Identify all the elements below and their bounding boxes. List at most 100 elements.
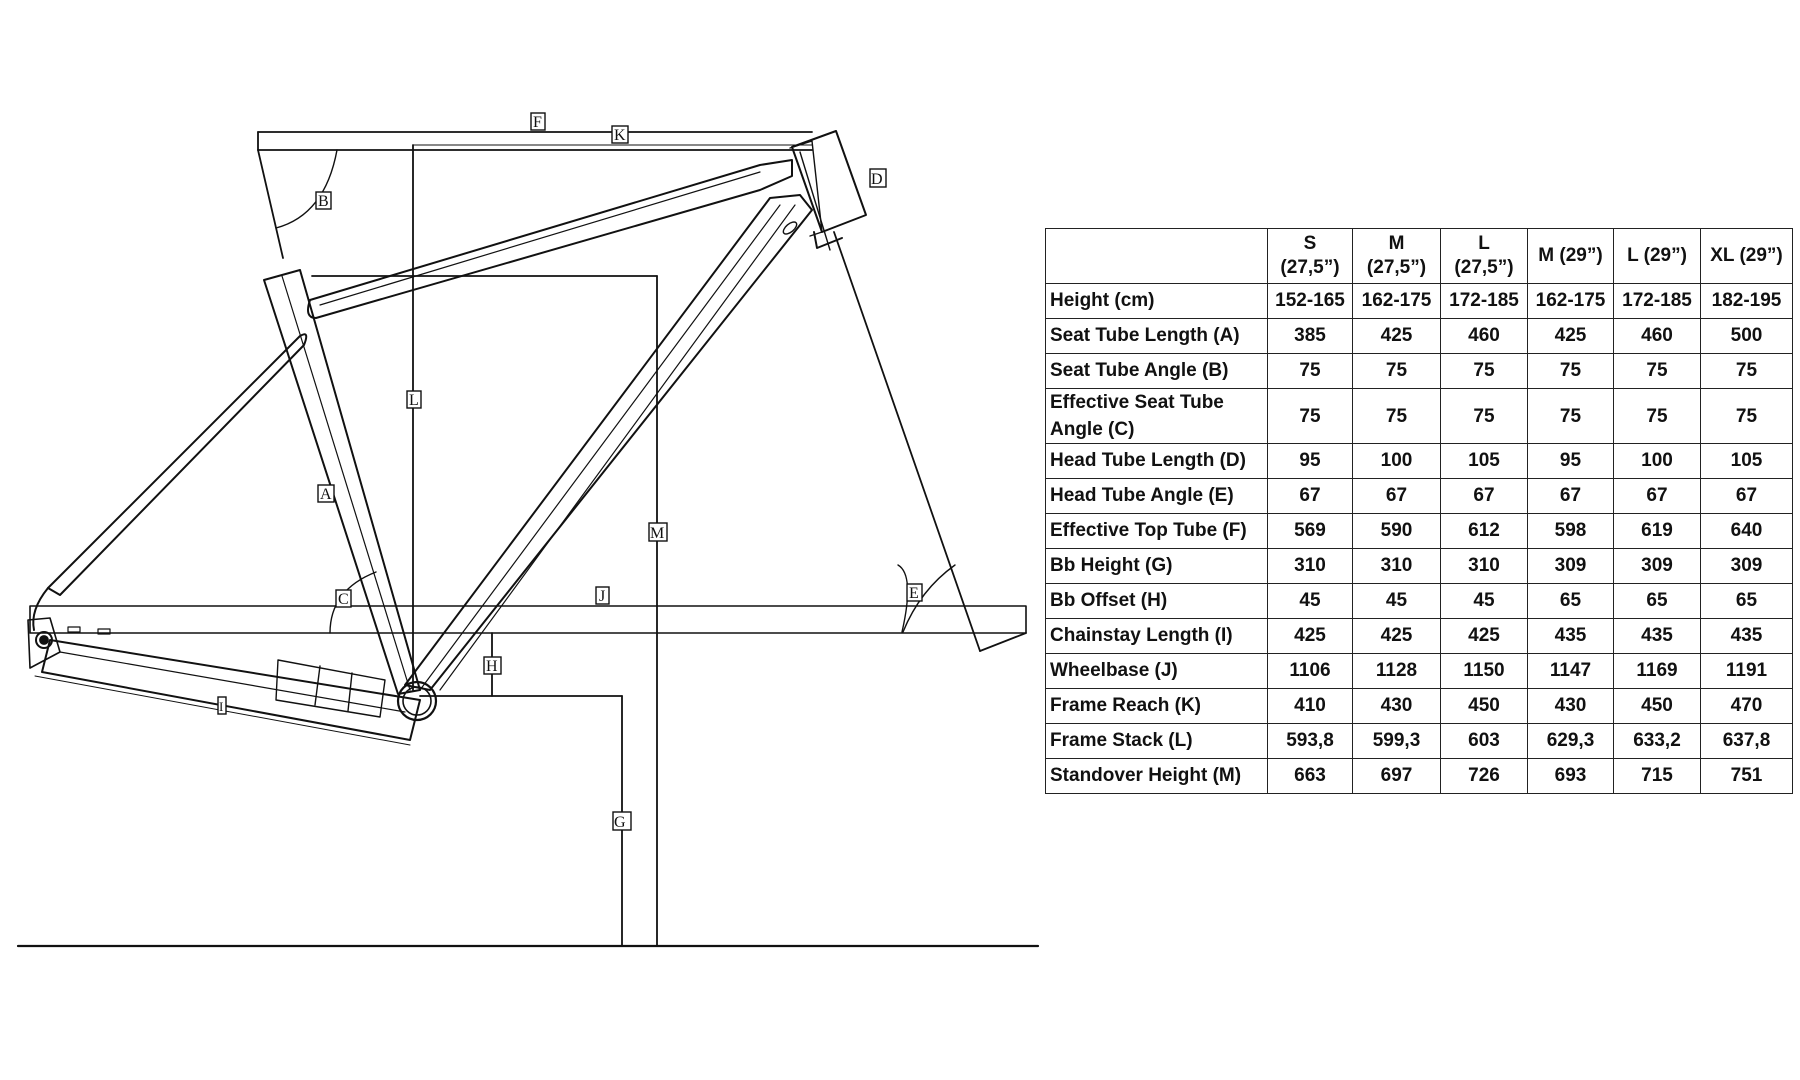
table-cell: 500 xyxy=(1700,318,1793,354)
table-cell: 45 xyxy=(1267,583,1353,619)
row-label: Effective Top Tube (F) xyxy=(1045,513,1268,549)
table-cell: 593,8 xyxy=(1267,723,1353,759)
table-cell: 75 xyxy=(1527,388,1614,444)
table-cell: 172-185 xyxy=(1613,283,1701,319)
table-cell: 75 xyxy=(1613,388,1701,444)
table-cell: 67 xyxy=(1700,478,1793,514)
header-size: S(27,5”) xyxy=(1267,228,1353,284)
label-l: L xyxy=(409,392,419,409)
table-cell: 67 xyxy=(1613,478,1701,514)
table-cell: 1169 xyxy=(1613,653,1701,689)
label-m: M xyxy=(650,525,664,542)
label-i: I xyxy=(219,699,223,714)
row-label: Chainstay Length (I) xyxy=(1045,618,1268,654)
table-cell: 640 xyxy=(1700,513,1793,549)
table-cell: 45 xyxy=(1352,583,1441,619)
table-cell: 75 xyxy=(1352,388,1441,444)
table-cell: 715 xyxy=(1613,758,1701,794)
label-a: A xyxy=(320,486,332,503)
chain-stay-box xyxy=(275,659,386,718)
table-cell: 603 xyxy=(1440,723,1528,759)
table-cell: 425 xyxy=(1267,618,1353,654)
table-cell: 569 xyxy=(1267,513,1353,549)
dimension-labels: F K B D L A M C J E H I G xyxy=(217,112,923,831)
seat-stay-rear xyxy=(32,587,49,631)
header-size: M(27,5”) xyxy=(1352,228,1441,284)
row-label: Effective Seat Tube Angle (C) xyxy=(1045,388,1268,444)
table-cell: 162-175 xyxy=(1352,283,1441,319)
dropout-bolt-2 xyxy=(97,628,111,635)
table-cell: 633,2 xyxy=(1613,723,1701,759)
seat-tube xyxy=(263,269,421,695)
label-h: H xyxy=(486,658,498,675)
label-g: G xyxy=(614,814,626,831)
header-empty xyxy=(1045,228,1268,284)
table-cell: 637,8 xyxy=(1700,723,1793,759)
table-cell: 410 xyxy=(1267,688,1353,724)
row-label: Seat Tube Angle (B) xyxy=(1045,353,1268,389)
rear-axle-inner xyxy=(39,635,49,645)
chain-stay-inner xyxy=(59,651,406,713)
header-size: L (29”) xyxy=(1613,228,1701,284)
table-cell: 65 xyxy=(1700,583,1793,619)
table-cell: 100 xyxy=(1613,443,1701,479)
down-tube xyxy=(404,194,813,691)
label-d: D xyxy=(871,171,883,188)
header-size: L(27,5”) xyxy=(1440,228,1528,284)
table-cell: 430 xyxy=(1352,688,1441,724)
dropout-bolt-1 xyxy=(67,626,81,633)
table-cell: 309 xyxy=(1613,548,1701,584)
table-cell: 425 xyxy=(1352,318,1441,354)
table-cell: 172-185 xyxy=(1440,283,1528,319)
row-label: Head Tube Length (D) xyxy=(1045,443,1268,479)
table-cell: 65 xyxy=(1527,583,1614,619)
table-cell: 435 xyxy=(1613,618,1701,654)
seat-stay xyxy=(47,333,308,596)
table-cell: 310 xyxy=(1440,548,1528,584)
table-cell: 182-195 xyxy=(1700,283,1793,319)
wheelbase-line xyxy=(29,605,1027,634)
table-cell: 75 xyxy=(1440,388,1528,444)
geometry-table: S(27,5”) M(27,5”) L(27,5”) M (29”) L (29… xyxy=(1045,228,1793,794)
table-cell: 590 xyxy=(1352,513,1441,549)
table-cell: 1128 xyxy=(1352,653,1441,689)
row-label: Bb Height (G) xyxy=(1045,548,1268,584)
top-tube xyxy=(307,159,793,319)
label-j: J xyxy=(599,588,605,605)
table-cell: 425 xyxy=(1527,318,1614,354)
table-cell: 95 xyxy=(1267,443,1353,479)
table-cell: 663 xyxy=(1267,758,1353,794)
head-angle-arc-2 xyxy=(902,564,956,633)
head-angle-line xyxy=(833,231,981,652)
header-size: XL (29”) xyxy=(1700,228,1793,284)
table-cell: 697 xyxy=(1352,758,1441,794)
table-cell: 1147 xyxy=(1527,653,1614,689)
table-cell: 1150 xyxy=(1440,653,1528,689)
table-cell: 95 xyxy=(1527,443,1614,479)
table-cell: 425 xyxy=(1352,618,1441,654)
rear-dropout xyxy=(27,617,61,669)
table-cell: 1106 xyxy=(1267,653,1353,689)
table-cell: 67 xyxy=(1352,478,1441,514)
bottom-bracket-inner xyxy=(402,686,432,716)
table-cell: 45 xyxy=(1440,583,1528,619)
header-size: M (29”) xyxy=(1527,228,1614,284)
table-cell: 310 xyxy=(1267,548,1353,584)
table-cell: 75 xyxy=(1613,353,1701,389)
table-cell: 75 xyxy=(1267,388,1353,444)
seat-angle-line xyxy=(257,149,284,259)
table-cell: 105 xyxy=(1440,443,1528,479)
table-cell: 460 xyxy=(1440,318,1528,354)
